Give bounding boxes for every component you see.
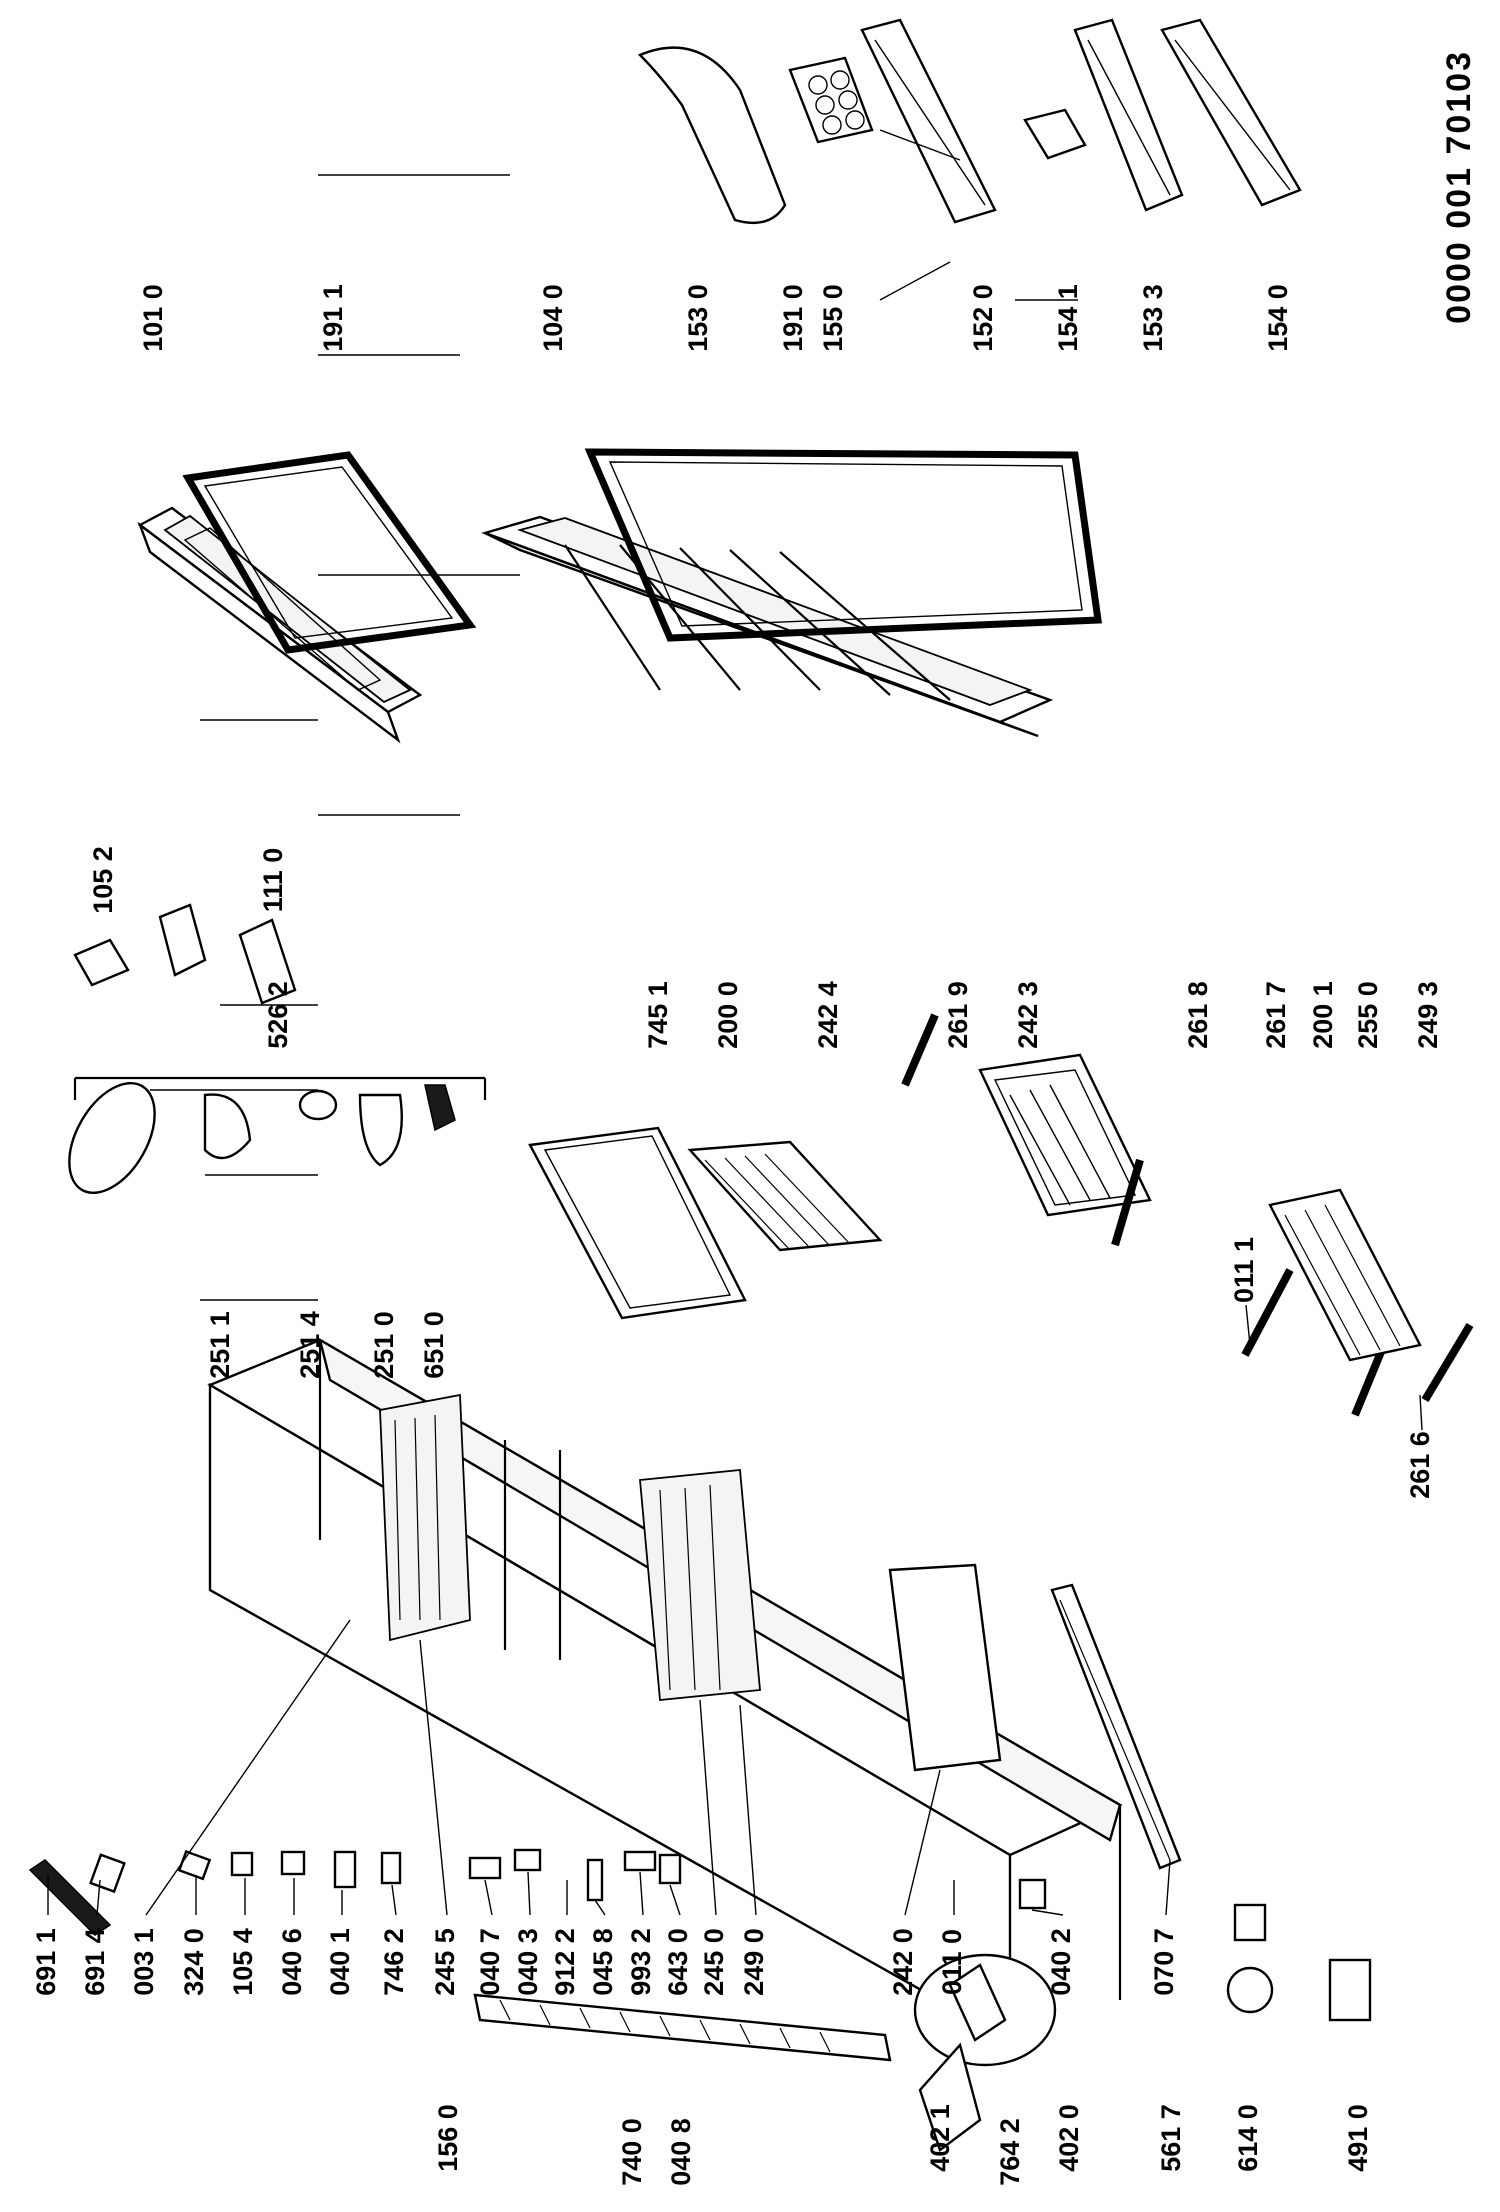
kickplate-drawing bbox=[1050, 1583, 1182, 1870]
callout-p261-6: 261 6 bbox=[1405, 1431, 1435, 1499]
callout-p191-1: 191 1 bbox=[318, 284, 348, 352]
callout-p402-0: 402 0 bbox=[1054, 2104, 1084, 2172]
document-code: 0000 001 70103 bbox=[1440, 50, 1478, 324]
callout-p402-1: 402 1 bbox=[925, 2104, 955, 2172]
callout-p040-7: 040 7 bbox=[475, 1928, 505, 1996]
drawer-rails-drawing bbox=[901, 1013, 1474, 1417]
callout-p245-5: 245 5 bbox=[430, 1928, 460, 1996]
callout-p526-2: 526 2 bbox=[263, 981, 293, 1049]
callout-p040-3: 040 3 bbox=[513, 1928, 543, 1996]
callout-p011-0: 011 0 bbox=[937, 1929, 967, 1995]
callout-p191-0: 191 0 bbox=[778, 284, 808, 352]
callout-p040-2: 040 2 bbox=[1046, 1928, 1076, 1996]
callout-p156-0: 156 0 bbox=[433, 2104, 463, 2172]
callout-p153-3: 153 3 bbox=[1138, 284, 1168, 352]
callout-p261-8: 261 8 bbox=[1183, 981, 1213, 1049]
callout-p993-2: 993 2 bbox=[626, 1928, 656, 1996]
callout-p152-0: 152 0 bbox=[968, 284, 998, 352]
callout-p643-0: 643 0 bbox=[663, 1928, 693, 1996]
callout-p261-9: 261 9 bbox=[943, 981, 973, 1049]
callout-p040-1: 040 1 bbox=[325, 1928, 355, 1996]
callout-p111-0: 111 0 bbox=[258, 848, 288, 913]
callout-p261-7: 261 7 bbox=[1261, 981, 1291, 1049]
callout-p249-0: 249 0 bbox=[739, 1928, 769, 1996]
callout-p242-3: 242 3 bbox=[1013, 981, 1043, 1049]
callout-p614-0: 614 0 bbox=[1233, 2104, 1263, 2172]
callout-p764-2: 764 2 bbox=[995, 2118, 1025, 2186]
callout-p691-1: 691 1 bbox=[31, 1928, 61, 1996]
accessory-kit-drawing bbox=[68, 1076, 487, 1195]
callout-p746-2: 746 2 bbox=[379, 1928, 409, 1996]
callout-p249-3: 249 3 bbox=[1413, 981, 1443, 1049]
callout-p045-8: 045 8 bbox=[588, 1928, 618, 1996]
bottom-cover-drawing bbox=[473, 1993, 892, 2062]
callout-p242-4: 242 4 bbox=[813, 981, 843, 1049]
callout-labels: 691 1 691 4 003 1 324 0 105 4 040 6 040 1 746 2… bbox=[31, 284, 1443, 2186]
freezer-gasket-drawing bbox=[182, 451, 477, 654]
drawer-drawing bbox=[978, 1053, 1152, 1217]
callout-p651-0: 651 0 bbox=[419, 1311, 449, 1379]
callout-p251-0: 251 0 bbox=[369, 1311, 399, 1379]
callout-p251-1: 251 1 bbox=[205, 1311, 235, 1379]
callout-p105-4: 105 4 bbox=[228, 1928, 258, 1996]
callout-p070-7: 070 7 bbox=[1149, 1928, 1179, 1996]
callout-p154-0: 154 0 bbox=[1263, 284, 1293, 352]
callout-p154-1: 154 1 bbox=[1053, 284, 1083, 352]
leader-lines bbox=[47, 129, 1423, 1916]
callout-p200-1: 200 1 bbox=[1308, 981, 1338, 1049]
door-shelves-drawing bbox=[637, 18, 1302, 225]
callout-p245-0: 245 0 bbox=[699, 1928, 729, 1996]
callout-p912-2: 912 2 bbox=[550, 1928, 580, 1996]
callout-p691-4: 691 4 bbox=[80, 1928, 110, 1996]
callout-p040-6: 040 6 bbox=[277, 1928, 307, 1996]
callout-p105-2: 105 2 bbox=[88, 846, 118, 914]
cabinet-body-drawing bbox=[207, 1337, 1123, 2152]
callout-p011-1: 011 1 bbox=[1229, 1237, 1259, 1303]
hinge-cover-drawing bbox=[73, 903, 297, 1005]
callout-p561-7: 561 7 bbox=[1156, 2104, 1186, 2172]
callout-p255-0: 255 0 bbox=[1353, 981, 1383, 1049]
callout-p200-0: 200 0 bbox=[713, 981, 743, 1049]
crisper-drawing bbox=[1268, 1188, 1422, 1362]
callout-p740-0: 740 0 bbox=[617, 2118, 647, 2186]
small-parts-drawing bbox=[28, 1848, 1372, 2022]
callout-p324-0: 324 0 bbox=[179, 1928, 209, 1996]
callout-p155-0: 155 0 bbox=[818, 284, 848, 352]
callout-p153-0: 153 0 bbox=[683, 284, 713, 352]
glass-shelf-drawing bbox=[528, 1126, 747, 1320]
freezer-door-drawing bbox=[137, 506, 423, 744]
callout-p003-1: 003 1 bbox=[129, 1928, 159, 1996]
callout-p040-8: 040 8 bbox=[666, 2118, 696, 2186]
fridge-gasket-drawing bbox=[584, 448, 1102, 642]
callout-p104-0: 104 0 bbox=[538, 284, 568, 352]
callout-p251-4: 251 4 bbox=[295, 1311, 325, 1379]
callout-p745-1: 745 1 bbox=[643, 981, 673, 1049]
wire-shelf-drawing bbox=[687, 1140, 883, 1252]
callout-p101-0: 101 0 bbox=[138, 284, 168, 352]
callout-p491-0: 491 0 bbox=[1343, 2104, 1373, 2172]
callout-p242-0: 242 0 bbox=[888, 1928, 918, 1996]
